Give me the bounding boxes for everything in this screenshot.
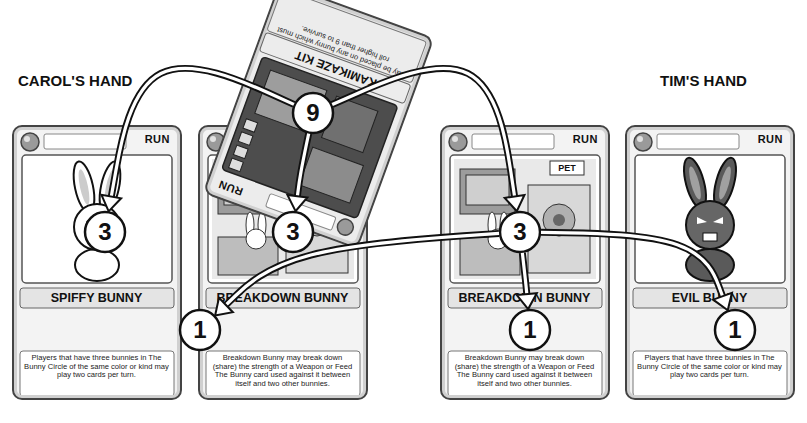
bunny-teeth <box>703 233 717 241</box>
bunny-head <box>686 201 734 249</box>
angry-eye <box>697 217 707 224</box>
evil-bunny-art <box>680 156 741 281</box>
card-title: SPIFFY BUNNY <box>20 288 173 308</box>
ear-inner <box>717 166 734 201</box>
callout-number: 9 <box>291 91 335 135</box>
ear-inner <box>102 169 117 206</box>
card-face <box>440 125 610 400</box>
bunny-body <box>686 249 734 281</box>
arrow-shaft <box>541 232 723 296</box>
arrow-shaft <box>522 253 526 294</box>
card-rules-text: Breakdown Bunny may break down (share) t… <box>452 354 597 388</box>
run-label: RUN <box>758 133 783 145</box>
callout-circle: 1 <box>713 308 757 352</box>
angry-eye <box>713 217 723 224</box>
card-title: BREAKDOWN BUNNY <box>448 288 601 308</box>
callout-circle: 3 <box>498 210 542 254</box>
callout-number: 3 <box>83 210 127 254</box>
arrow-head <box>101 195 121 212</box>
bunny-card: RUN EVIL BUNNY Players that have three bun… <box>625 125 795 400</box>
card-rules-text: Players that have three bunnies in The B… <box>24 354 169 380</box>
ear-inner <box>76 169 91 206</box>
card-rules-text: Players that have three bunnies in The B… <box>637 354 782 380</box>
bunny-body <box>75 249 119 281</box>
run-label: RUN <box>573 133 598 145</box>
arrow-outline <box>522 253 526 294</box>
card-title: EVIL BUNNY <box>633 288 786 308</box>
bunny-ear <box>680 156 711 211</box>
hand-label: TIM'S HAND <box>660 72 747 89</box>
callout-number: 1 <box>508 308 552 352</box>
hand-label: CAROL'S HAND <box>18 72 132 89</box>
callout-number: 3 <box>498 210 542 254</box>
callout-circle: 1 <box>178 308 222 352</box>
card-face <box>12 125 182 400</box>
callout-circle: 3 <box>83 210 127 254</box>
callout-circle: 9 <box>291 91 335 135</box>
bunny-ear <box>70 160 98 215</box>
spiffy-bunny-art <box>70 160 124 281</box>
sign-board <box>550 161 584 175</box>
callout-circle: 3 <box>271 210 315 254</box>
callout-number: 1 <box>713 308 757 352</box>
arrow-outline <box>541 232 723 296</box>
card-title: BREAKDOWN BUNNY <box>206 288 359 308</box>
bunny-card: RUN BREAKDOWN BUNNY Breakdown Bunny may br… <box>440 125 610 400</box>
sign-text: PET <box>550 161 584 175</box>
callout-circle: 1 <box>508 308 552 352</box>
run-label: RUN <box>145 133 170 145</box>
card-face <box>625 125 795 400</box>
breakdown-art <box>454 159 596 279</box>
bunny-ear <box>96 160 124 215</box>
ear-inner <box>687 166 704 201</box>
arrow-head <box>505 195 525 211</box>
bunny-card: RUN SPIFFY BUNNY Players that have three b… <box>12 125 182 400</box>
card-rules-text: Breakdown Bunny may break down (share) t… <box>210 354 355 388</box>
run-label: RUN <box>216 178 244 198</box>
bunny-ear <box>710 156 741 211</box>
callout-number: 3 <box>271 210 315 254</box>
callout-number: 1 <box>178 308 222 352</box>
